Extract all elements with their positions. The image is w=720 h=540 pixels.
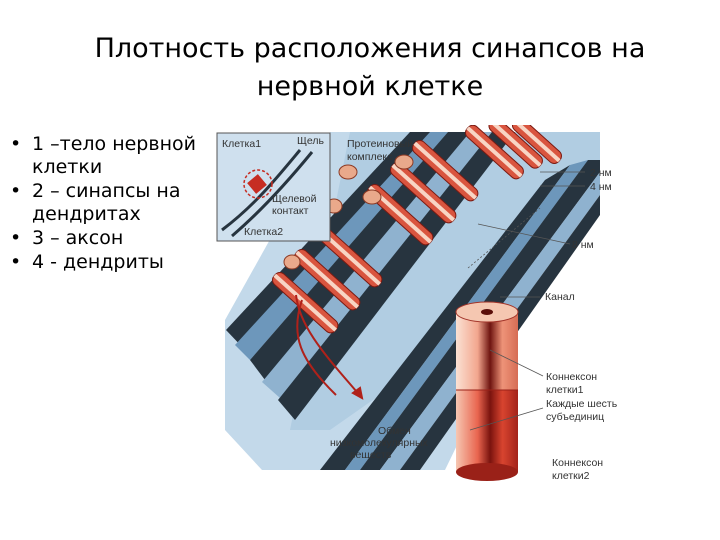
inset-cell2-label: Клетка2: [244, 226, 283, 238]
dimension-2nm: 2 нм: [590, 167, 612, 179]
protein-label-2: комплекс: [347, 151, 392, 163]
bullet-item: • 4 - дендриты: [8, 251, 223, 274]
bullet-item: • 2 – синапсы на дендритах: [8, 180, 223, 226]
inset-contact-label-1: Щелевой: [272, 193, 317, 205]
channel-label: Канал: [545, 291, 575, 303]
bullet-marker: •: [10, 133, 22, 155]
exchange-arrows: [295, 294, 364, 400]
bullet-item: • 3 – аксон: [8, 227, 223, 250]
figure-labels: Протеиновый комплекс 2 нм 4 нм 8 нм Кана…: [330, 138, 618, 482]
protein-label-1: Протеиновый: [347, 138, 413, 150]
bullet-marker: •: [10, 227, 22, 249]
bullet-text: 3 – аксон: [32, 227, 124, 249]
connexon2-label-2: клетки2: [552, 470, 590, 482]
bullet-text: 1 –тело нервной клетки: [32, 133, 196, 178]
bullet-item: • 1 –тело нервной клетки: [8, 133, 223, 179]
exchange-label-1: Обмен: [378, 425, 411, 437]
connexon1-label-1: Коннексон: [546, 371, 597, 383]
inset-contact-label-2: контакт: [272, 205, 309, 217]
bullet-marker: •: [10, 180, 22, 202]
six-subunits-label-1: Каждые шесть: [546, 398, 618, 410]
dimension-4nm: 4 нм: [590, 181, 612, 193]
protein-complexes: [283, 154, 414, 270]
inset-cell1-label: Клетка1: [222, 138, 261, 150]
dimension-8nm: 8 нм: [572, 239, 594, 251]
bullet-text: 4 - дендриты: [32, 251, 164, 273]
bullet-marker: •: [10, 251, 22, 273]
connexon-row: [272, 125, 562, 334]
six-subunits-label-2: субъединиц: [546, 411, 604, 423]
title-line-2: нервной клетке: [256, 71, 484, 102]
title-line-1: Плотность расположения синапсов на: [94, 33, 646, 64]
exchange-label-2: низкомолекулярных: [330, 437, 429, 449]
exchange-label-3: веществ: [350, 449, 392, 461]
inset-gap-label: Щель: [297, 135, 324, 147]
bullet-list: • 1 –тело нервной клетки • 2 – синапсы на …: [8, 133, 223, 275]
gap-junction-figure: Клетка1 Щель Щелевой контакт Клетка2 Про…: [216, 125, 618, 482]
inset-panel: Клетка1 Щель Щелевой контакт Клетка2: [216, 132, 331, 242]
connexon1-label-2: клетки1: [546, 384, 584, 396]
dimension-lines: [467, 171, 585, 431]
bullet-text: 2 – синапсы на дендритах: [32, 180, 181, 225]
slide-title: Плотность расположения синапсов на нервн…: [40, 30, 700, 106]
connexon2-label-1: Коннексон: [552, 457, 603, 469]
connexon-cylinder: [455, 301, 519, 481]
